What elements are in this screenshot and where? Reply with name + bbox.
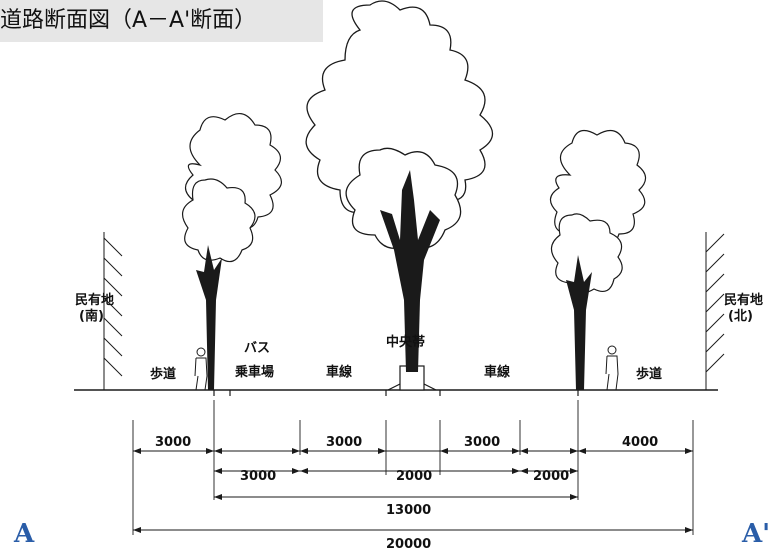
private-south-label-1: 民有地 [75, 292, 114, 308]
bus-stop-label-1: バス [244, 341, 270, 356]
private-north-label-2: (北) [728, 309, 753, 324]
median-label: 中央帯 [386, 334, 425, 350]
curb-marks [213, 390, 579, 396]
dim-total-inner: 13000 [386, 503, 431, 518]
median-block [387, 365, 437, 391]
lane-left-label: 車線 [326, 364, 353, 380]
dim-row2-2: 2000 [396, 469, 432, 484]
private-north-label-1: 民有地 [724, 292, 763, 308]
dimension-lines [132, 400, 694, 535]
dim-row1-3: 3000 [464, 435, 500, 450]
dim-row2-1: 3000 [240, 469, 276, 484]
lane-right-label: 車線 [484, 364, 511, 380]
sidewalk-left-label: 歩道 [150, 366, 176, 382]
section-mark-right: A' [741, 519, 770, 549]
diagram-title: 道路断面図（A－A'断面） [0, 8, 257, 33]
tree-center [305, 0, 494, 372]
tree-left [182, 113, 282, 390]
private-land-north-hatch [705, 232, 725, 390]
pedestrian-right [605, 345, 619, 391]
dim-row1-1: 3000 [155, 435, 191, 450]
private-south-label-2: (南) [79, 308, 104, 324]
dim-row1-4: 4000 [622, 435, 658, 450]
title-box: 道路断面図（A－A'断面） [0, 0, 323, 42]
bus-stop-label-2: 乗車場 [234, 364, 274, 380]
section-mark-left: A [13, 519, 35, 549]
tree-right [549, 129, 647, 390]
pedestrian-left [194, 347, 208, 391]
sidewalk-right-label: 歩道 [636, 366, 662, 382]
dimension-arrows [133, 448, 693, 533]
private-land-south-hatch [103, 232, 123, 390]
dim-row1-2: 3000 [326, 435, 362, 450]
dim-total: 20000 [386, 537, 431, 552]
dim-row2-3: 2000 [533, 469, 569, 484]
